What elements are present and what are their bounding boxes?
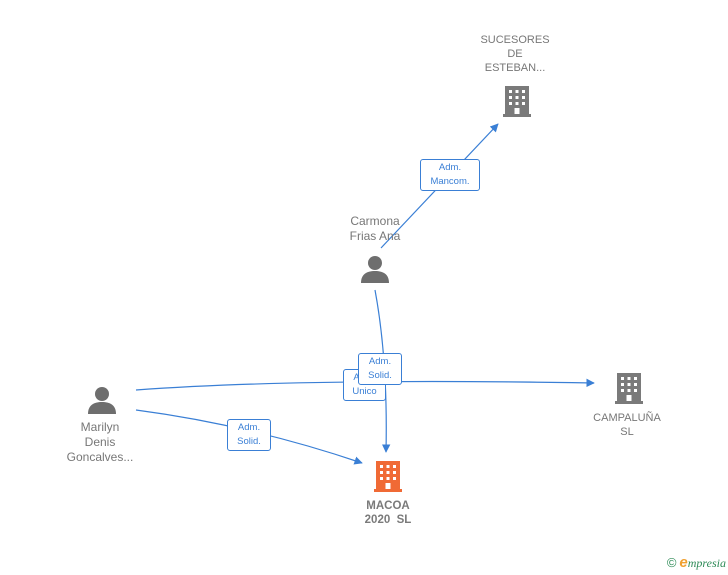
edge-label-carmona-macoa[interactable]: Adm. Solid. (358, 353, 402, 385)
node-label-campaluna[interactable]: CAMPALUÑA SL (582, 411, 672, 439)
person-icon[interactable] (361, 256, 389, 283)
edge-label-line: Adm. (237, 422, 261, 433)
label-line: Frias Ana (349, 229, 401, 243)
label-line: CAMPALUÑA (593, 412, 661, 424)
node-label-marilyn[interactable]: Marilyn Denis Goncalves... (55, 420, 145, 465)
main-building-icon[interactable] (374, 461, 402, 492)
label-line: ESTEBAN... (484, 62, 546, 74)
brand-logo-initial: e (679, 554, 688, 571)
label-line: Carmona (350, 214, 400, 228)
edge-label-marilyn-macoa[interactable]: Adm. Solid. (227, 419, 271, 451)
edge-label-line: Adm. (438, 162, 462, 173)
person-icon[interactable] (88, 387, 116, 414)
brand-logo-text: mpresia (687, 556, 726, 570)
edge-label-line: Unico (352, 386, 377, 397)
label-line: SUCESORES (480, 34, 550, 46)
edge-label-carmona-sucesores[interactable]: Adm. Mancom. (420, 159, 480, 191)
label-line: DE (507, 48, 523, 60)
label-line: Marilyn (80, 420, 120, 434)
building-icon[interactable] (503, 86, 531, 117)
label-line: 2020 SL (364, 514, 412, 526)
edge-label-line: Mancom. (430, 176, 470, 187)
label-line: Goncalves... (66, 450, 134, 464)
brand-footer[interactable]: ©empresia (667, 554, 726, 571)
edge-label-line: Solid. (237, 436, 261, 447)
node-label-macoa[interactable]: MACOA 2020 SL (343, 499, 433, 527)
edge-marilyn-campaluna (135, 378, 595, 391)
edge-label-line: Solid. (368, 370, 392, 381)
label-line: MACOA (366, 500, 410, 512)
label-line: SL (620, 426, 634, 438)
node-label-sucesores[interactable]: SUCESORES DE ESTEBAN... (470, 33, 560, 75)
copyright-symbol: © (666, 555, 677, 570)
edge-label-line: Adm. (368, 356, 392, 367)
node-label-carmona[interactable]: Carmona Frias Ana (330, 214, 420, 244)
building-icon[interactable] (615, 373, 643, 404)
label-line: Denis (84, 435, 116, 449)
